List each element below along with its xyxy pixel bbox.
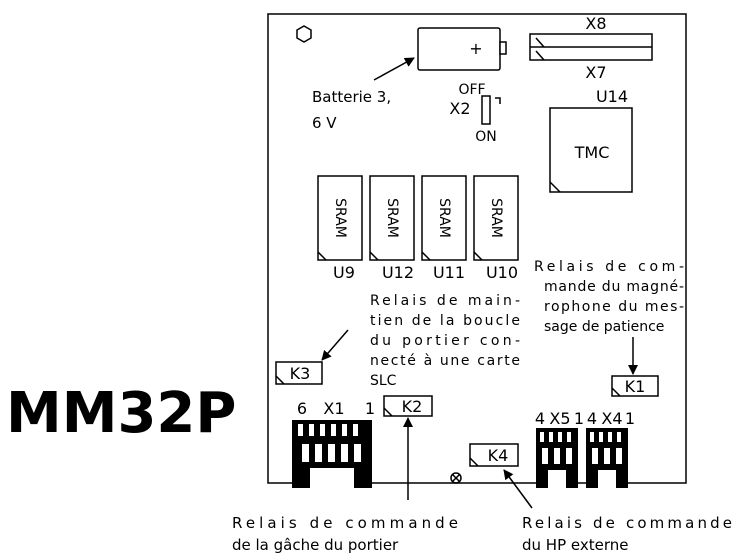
board-outline [267,13,687,484]
battery-arrow [373,57,415,81]
sram-label: SRAM [436,198,452,238]
x2-jumper [481,95,491,125]
u11-label: U11 [433,263,465,282]
battery-plus-sign: + [469,39,482,58]
x5-label: X5 [549,409,570,428]
relay-k2: K2 [383,395,433,417]
sram-label: SRAM [488,198,504,238]
x8-label: X8 [585,14,606,33]
sram-chip-u9: SRAM [317,175,363,261]
battery: + [417,27,507,71]
relay-k3: K3 [275,361,323,385]
x4-connector [586,428,628,488]
note-maintien-line: tien de la boucle [370,313,520,329]
tmc-chip [549,107,633,193]
relay-k4: K4 [469,443,519,467]
note-gache-line: Relais de commande [232,514,458,532]
k3-arrow [321,329,349,361]
u14-label: U14 [596,87,628,106]
x1-pin-left: 6 [297,399,307,418]
tmc-label: TMC [574,143,610,162]
note-hp-line: Relais de commande [522,514,732,532]
mounting-hole-icon [296,25,312,43]
relay-k1: K1 [611,375,659,397]
battery-label-line1: Batterie 3, [312,88,391,106]
x1-pin-right: 1 [365,399,375,418]
x4-pin-left: 4 [587,409,597,428]
x1-label: X1 [323,399,344,418]
k4-arrow [503,469,533,509]
k3-label: K3 [290,364,311,383]
k4-label: K4 [488,446,509,465]
note-maintien: Relais de main- tien de la boucle du por… [370,293,520,389]
x5-pin-right: 1 [574,409,584,428]
note-gache-line: de la gâche du portier [232,536,399,554]
x5-connector [536,428,578,488]
sram-chip-u10: SRAM [473,175,519,261]
x2-on-label: ON [475,129,497,145]
screw-icon [450,472,462,484]
x4-label: X4 [601,409,622,428]
note-magneto-line: Relais de com- [534,259,684,275]
model-title: MM32P [6,381,236,446]
sram-label: SRAM [384,198,400,238]
u9-label: U9 [333,263,355,282]
x5-pin-left: 4 [535,409,545,428]
u12-label: U12 [382,263,414,282]
k1-label: K1 [625,377,646,396]
k2-label: K2 [402,397,423,416]
x2-jumper-bracket [495,97,501,104]
note-maintien-line: necté à une carte [370,353,520,369]
note-hp-line: du HP externe [522,536,628,554]
note-maintien-line: SLC [370,373,397,389]
sram-label: SRAM [332,198,348,238]
x4-pin-right: 1 [625,409,635,428]
note-magneto-line: mande du magné- [544,279,684,295]
note-magneto-line: rophone du mes- [544,299,684,315]
x8-x7-connector [529,33,653,61]
x1-connector [292,420,372,488]
x7-label: X7 [585,63,606,82]
u10-label: U10 [486,263,518,282]
sram-chip-u11: SRAM [421,175,467,261]
x2-off-label: OFF [458,82,485,98]
sram-chip-u12: SRAM [369,175,415,261]
note-magneto-line: sage de patience [544,319,664,335]
x2-label: X2 [449,99,470,118]
note-maintien-line: du portier con- [370,333,520,349]
battery-label-line2: 6 V [312,114,337,132]
note-magneto: Relais de com- mande du magné- rophone d… [534,259,684,335]
note-maintien-line: Relais de main- [370,293,520,309]
